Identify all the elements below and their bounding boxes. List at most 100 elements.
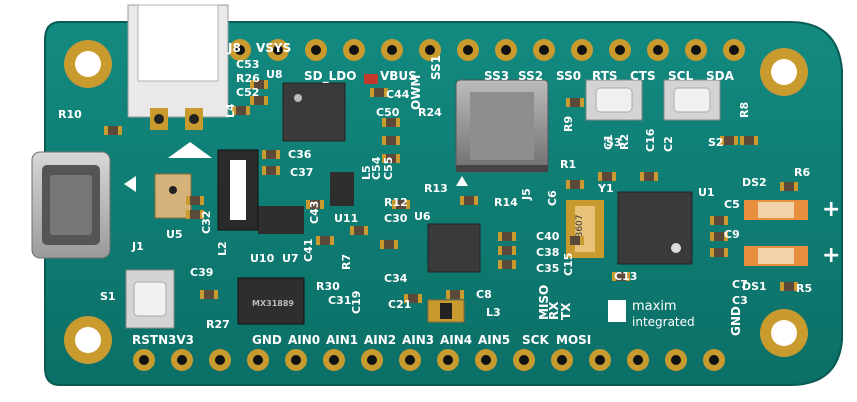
designator-ds2: DS2 — [742, 176, 767, 189]
smd-passive — [612, 272, 630, 281]
designator-j5: J5 — [520, 188, 533, 201]
button-s2[interactable] — [663, 79, 721, 121]
ic-u1 — [617, 191, 693, 265]
designator-r7: R7 — [340, 254, 353, 270]
designator-s2: S2 — [708, 136, 724, 149]
designator-y1: Y1 — [597, 182, 614, 195]
header-pad-top — [229, 39, 251, 61]
designator-c7: C7 — [732, 278, 748, 291]
smd-passive — [186, 210, 204, 219]
designator-r13: R13 — [424, 182, 448, 195]
designator-c35: C35 — [536, 262, 559, 275]
designator-l4: L4 — [224, 103, 237, 118]
header-label-bottom: RX — [547, 301, 561, 320]
passive-components — [104, 74, 798, 303]
designator-c31: C31 — [328, 294, 351, 307]
button-s1-reset[interactable] — [125, 269, 175, 329]
header-pad-top — [609, 39, 631, 61]
smd-passive — [498, 246, 516, 255]
designator-c34: C34 — [384, 272, 408, 285]
header-label-bottom: TX — [559, 302, 573, 320]
header-pad-bottom — [361, 349, 383, 371]
header-label-bottom: AIN3 — [402, 333, 434, 347]
header-label-top: OWM — [409, 75, 423, 110]
smd-passive — [740, 136, 758, 145]
smd-passive — [566, 98, 584, 107]
mounting-hole-top-right — [760, 48, 808, 96]
header-pad-bottom — [437, 349, 459, 371]
designator-r14: R14 — [494, 196, 518, 209]
header-pad-top — [571, 39, 593, 61]
designator-c13: C13 — [614, 270, 637, 283]
button-s3[interactable] — [585, 79, 643, 121]
smd-passive — [566, 180, 584, 189]
smd-passive — [780, 182, 798, 191]
designator-c50: C50 — [376, 106, 400, 119]
header-pad-bottom — [513, 349, 535, 371]
header-label-bottom: MISO — [537, 285, 551, 320]
header-pad-bottom — [247, 349, 269, 371]
designator-c32: C32 — [200, 211, 213, 234]
crystal-y1: AB607 — [566, 200, 604, 258]
designator-c52: C52 — [236, 86, 259, 99]
designator-u11: U11 — [334, 212, 358, 225]
ic-u6 — [427, 223, 481, 273]
header-pad-bottom — [665, 349, 687, 371]
header-pad-top — [343, 39, 365, 61]
smd-passive — [640, 172, 658, 181]
header-label-bottom: SCK — [522, 333, 549, 347]
ic-u11 — [330, 172, 354, 206]
smd-passive — [598, 172, 616, 181]
header-pad-top — [647, 39, 669, 61]
designator-c53: C53 — [236, 58, 259, 71]
led-ds1 — [744, 246, 808, 266]
designator-ds1: DS1 — [742, 280, 767, 293]
smd-passive — [262, 166, 280, 175]
smd-passive — [250, 96, 268, 105]
header-pad-top — [267, 39, 289, 61]
top-header — [229, 39, 745, 61]
designator-c19: C19 — [350, 291, 363, 314]
designator-c1: C1 — [602, 134, 615, 150]
smd-passive — [780, 282, 798, 291]
header-pad-bottom — [627, 349, 649, 371]
usb-connector — [31, 151, 111, 259]
designator-r8: R8 — [738, 102, 751, 118]
header-pad-bottom — [589, 349, 611, 371]
designator-c38: C38 — [536, 246, 559, 259]
designator-u5: U5 — [166, 228, 183, 241]
designator-l3: L3 — [486, 306, 501, 319]
designator-r5: R5 — [796, 282, 812, 295]
smd-passive — [232, 106, 250, 115]
designator-c2: C2 — [662, 136, 675, 152]
mounting-hole-bottom-left — [64, 316, 112, 364]
header-label-bottom: 3V3 — [168, 333, 194, 347]
designator-c41: C41 — [302, 239, 315, 262]
bottom-header — [133, 349, 725, 371]
logo-line1: maxim — [632, 299, 677, 314]
header-label-bottom: GND — [729, 306, 743, 336]
ic-u8 — [282, 82, 346, 142]
mounting-hole-top-left — [64, 40, 112, 88]
header-label-top: SDA — [706, 69, 735, 83]
mounting-hole-bottom-right — [760, 309, 808, 357]
smd-passive — [710, 232, 728, 241]
header-pad-bottom — [285, 349, 307, 371]
led-vbus-red — [364, 74, 378, 84]
designator-r27: R27 — [206, 318, 230, 331]
designator-c6: C6 — [546, 190, 559, 206]
smd-passive — [566, 236, 584, 245]
header-pad-top — [305, 39, 327, 61]
designator-c30: C30 — [384, 212, 408, 225]
designator-c9: C9 — [724, 228, 740, 241]
designator-c54: C54 — [370, 156, 383, 180]
designator-u8: U8 — [266, 68, 283, 81]
header-label-top: VBUS — [380, 69, 417, 83]
designator-c5: C5 — [724, 198, 740, 211]
designator-r26: R26 — [236, 72, 260, 85]
smd-passive — [498, 260, 516, 269]
header-label-bottom: AIN5 — [478, 333, 510, 347]
smd-passive — [316, 236, 334, 245]
header-label-bottom: MOSI — [556, 333, 591, 347]
